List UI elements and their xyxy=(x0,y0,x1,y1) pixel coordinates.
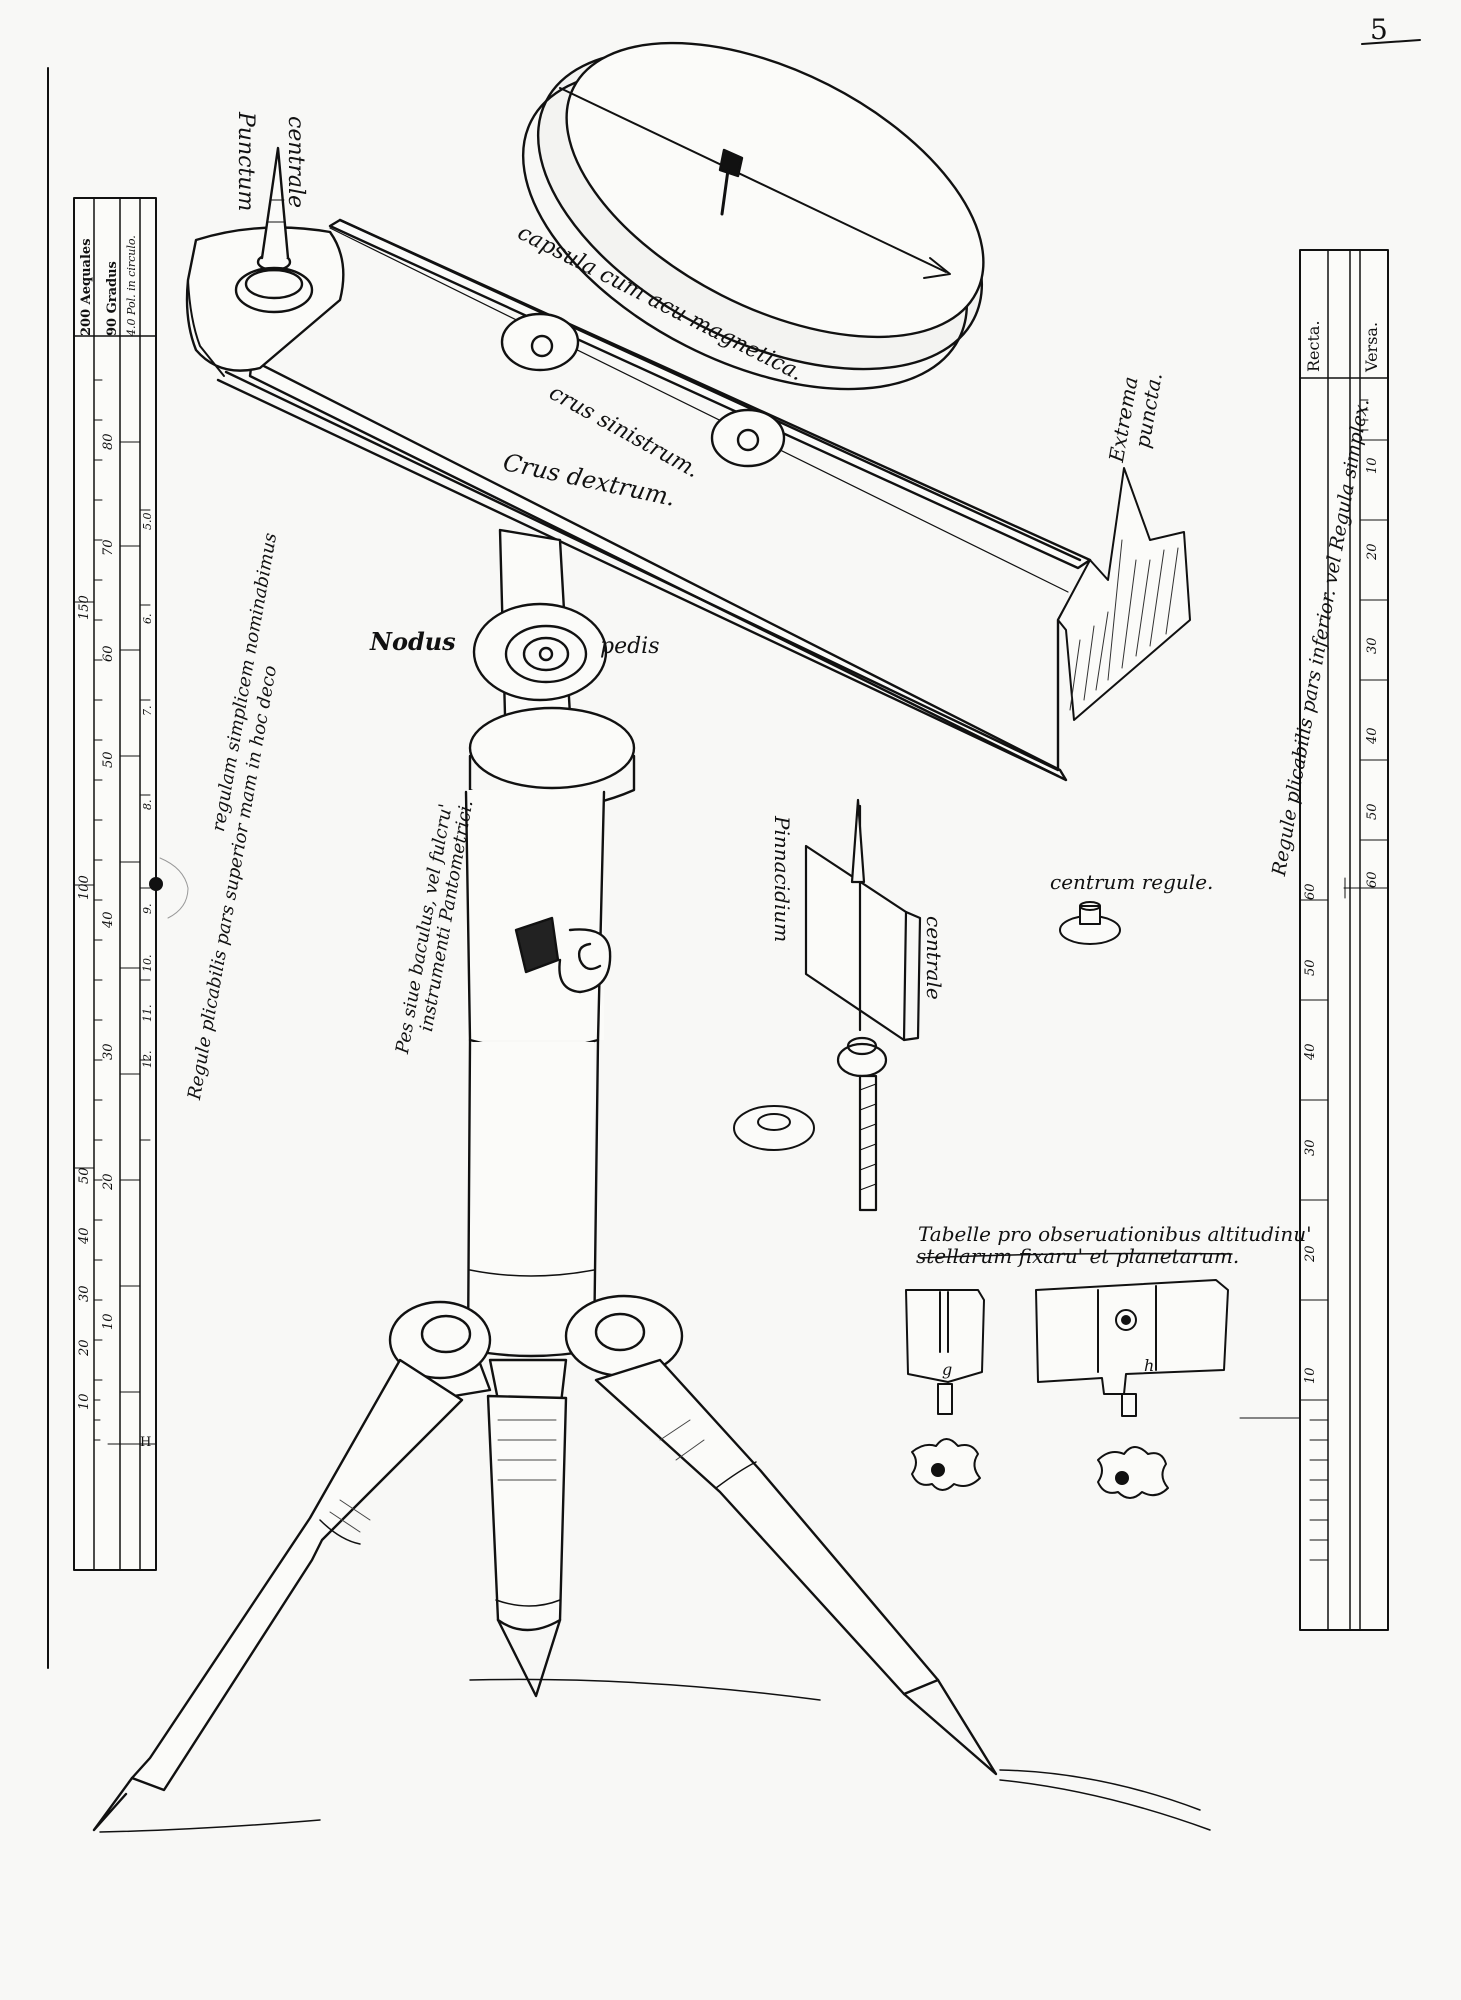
versa-mark-60: 60 xyxy=(1365,871,1380,888)
label-pedis: pedis xyxy=(600,634,660,659)
left-scale-header-aequales: 200 Aequales xyxy=(79,238,94,336)
aequales-mark-10: 10 xyxy=(77,1393,92,1410)
pol-mark-8: 8. xyxy=(141,799,154,811)
pol-mark-5: 5.0 xyxy=(141,512,154,531)
aequales-mark-20: 20 xyxy=(77,1339,92,1356)
versa-mark-10: 10 xyxy=(1365,457,1380,474)
label-tabelle-line1: Tabelle pro obseruationibus altitudinu' xyxy=(918,1222,1312,1246)
compass-capsule xyxy=(500,41,985,468)
central-vane xyxy=(804,798,922,1212)
pivot-plate xyxy=(185,146,345,377)
page-number-underline xyxy=(1361,39,1421,45)
aequales-mark-50: 50 xyxy=(77,1167,92,1184)
label-punctum-centrale: centrale xyxy=(283,116,308,209)
left-scale-end-mark: H xyxy=(140,1435,152,1450)
label-nodus: Nodus xyxy=(370,627,456,656)
label-centrum-regule: centrum regule. xyxy=(1050,870,1214,894)
right-scale-ticks xyxy=(1299,399,1389,1561)
gradus-mark-80: 80 xyxy=(101,433,116,450)
aequales-mark-30: 30 xyxy=(77,1285,92,1302)
recta-mark-60: 60 xyxy=(1303,883,1318,900)
aequales-mark-100: 100 xyxy=(77,875,92,900)
recta-mark-50: 50 xyxy=(1303,959,1318,976)
aequales-mark-40: 40 xyxy=(77,1227,92,1244)
label-pinnacidium: Pinnacidium xyxy=(770,816,794,943)
ground-lines xyxy=(99,1678,1211,1833)
center-piece xyxy=(1059,901,1121,945)
versa-mark-20: 20 xyxy=(1365,543,1380,560)
recta-mark-40: 40 xyxy=(1303,1043,1318,1060)
gradus-mark-50: 50 xyxy=(101,751,116,768)
aequales-mark-150: 150 xyxy=(77,595,92,620)
gradus-mark-10: 10 xyxy=(101,1313,116,1330)
pol-mark-11: 11. xyxy=(141,1004,154,1023)
tabelle-underline xyxy=(919,1252,1233,1259)
recta-mark-30: 30 xyxy=(1303,1139,1318,1156)
upper-column xyxy=(464,706,636,1051)
pol-mark-10: 10. xyxy=(141,954,154,973)
left-scale-header-pol: 4.0 Pol. in circulo. xyxy=(125,235,138,336)
pol-mark-12: 12. xyxy=(141,1050,154,1069)
tabella-h xyxy=(1035,1279,1229,1499)
gradus-mark-70: 70 xyxy=(101,539,116,556)
washer xyxy=(733,1105,815,1151)
right-scale-header-recta: Recta. xyxy=(1304,320,1323,372)
pol-mark-9: 9. xyxy=(141,903,154,915)
label-pinnacidium-centrale: centrale xyxy=(922,916,946,1000)
versa-mark-50: 50 xyxy=(1365,803,1380,820)
versa-mark-30: 30 xyxy=(1365,637,1380,654)
gradus-mark-30: 30 xyxy=(101,1043,116,1060)
recta-mark-10: 10 xyxy=(1303,1367,1318,1384)
pol-mark-6: 6. xyxy=(141,613,154,625)
gradus-mark-40: 40 xyxy=(101,911,116,928)
gradus-mark-20: 20 xyxy=(101,1173,116,1190)
knot-joint xyxy=(472,528,608,754)
left-scale-header-gradus: 90 Gradus xyxy=(105,261,120,336)
label-tabella-g: g xyxy=(942,1360,953,1379)
label-tabella-h: h xyxy=(1144,1356,1155,1375)
recta-mark-20: 20 xyxy=(1303,1245,1318,1262)
left-scale-ruler xyxy=(73,197,189,1571)
tabella-g xyxy=(905,1289,985,1491)
label-punctum: Punctum xyxy=(233,112,258,212)
right-scale-ruler xyxy=(1299,249,1389,1631)
pol-mark-7: 7. xyxy=(141,705,154,717)
lower-column xyxy=(466,1038,600,1358)
gradus-mark-60: 60 xyxy=(101,645,116,662)
end-sight-vane xyxy=(1057,467,1191,721)
right-scale-header-versa: Versa. xyxy=(1362,321,1381,372)
tripod-legs xyxy=(92,1358,998,1832)
left-scale-ticks xyxy=(73,379,151,1441)
label-tabelle-line2: stellarum fixaru' et planetarum. xyxy=(916,1244,1240,1268)
page-number: 5 xyxy=(1370,13,1388,46)
versa-mark-40: 40 xyxy=(1365,727,1380,744)
